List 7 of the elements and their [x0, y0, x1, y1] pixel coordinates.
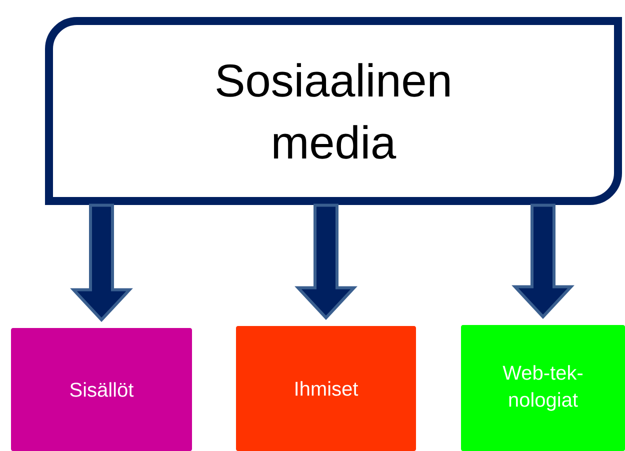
- category-box: Web-tek- nologiat: [461, 325, 625, 451]
- block-arrow: [294, 204, 358, 320]
- main-box: Sosiaalinen media: [45, 17, 622, 205]
- block-arrow: [512, 204, 574, 319]
- block-arrow: [70, 204, 133, 322]
- category-box: Sisällöt: [11, 328, 192, 451]
- category-box: Ihmiset: [236, 326, 416, 451]
